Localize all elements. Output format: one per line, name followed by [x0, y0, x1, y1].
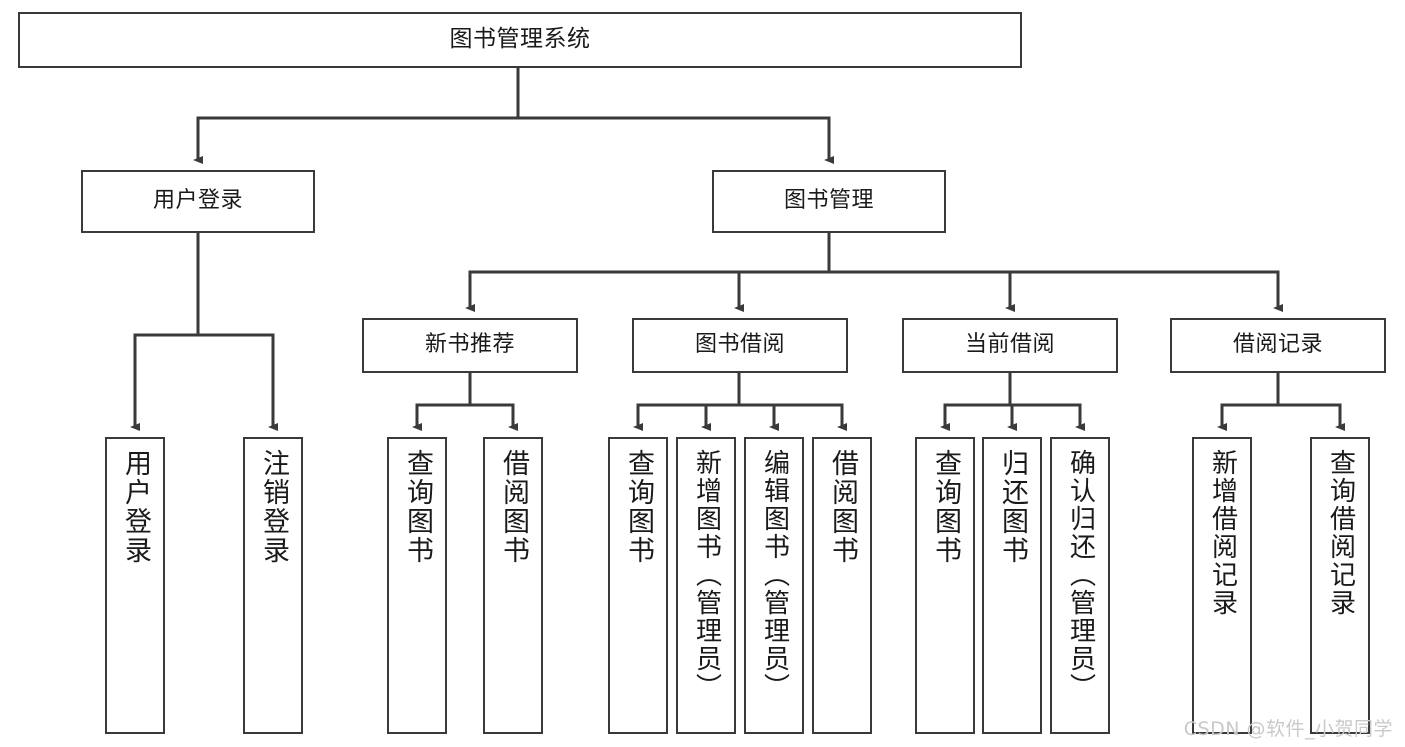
node-label: 新增借阅记录	[1207, 449, 1238, 617]
node-label: 查询借阅记录	[1325, 449, 1356, 617]
node-current-borrow[interactable]: 当前借阅	[902, 318, 1118, 373]
node-label: 查询图书	[930, 449, 962, 565]
leaf-add-book-admin[interactable]: 新增图书（管理员）	[676, 437, 736, 734]
node-label: 编辑图书（管理员）	[759, 449, 790, 701]
node-label: 借阅图书	[827, 449, 859, 565]
leaf-confirm-return-admin[interactable]: 确认归还（管理员）	[1050, 437, 1110, 734]
node-label: 借阅图书	[498, 449, 530, 565]
leaf-query-book-new[interactable]: 查询图书	[387, 437, 447, 734]
node-label: 用户登录	[120, 449, 152, 565]
node-label: 查询图书	[623, 449, 655, 565]
leaf-user-login[interactable]: 用户登录	[105, 437, 165, 734]
leaf-borrow-book-new[interactable]: 借阅图书	[483, 437, 543, 734]
node-label: 确认归还（管理员）	[1065, 449, 1096, 701]
node-label: 图书管理系统	[449, 26, 591, 53]
leaf-logout[interactable]: 注销登录	[243, 437, 303, 734]
node-label: 注销登录	[258, 449, 290, 565]
node-label: 图书借阅	[694, 332, 785, 358]
node-user-login[interactable]: 用户登录	[81, 170, 315, 233]
leaf-add-borrow-record[interactable]: 新增借阅记录	[1192, 437, 1252, 734]
leaf-edit-book-admin[interactable]: 编辑图书（管理员）	[744, 437, 804, 734]
leaf-query-borrow-record[interactable]: 查询借阅记录	[1310, 437, 1370, 734]
leaf-return-book[interactable]: 归还图书	[982, 437, 1042, 734]
node-root-system[interactable]: 图书管理系统	[18, 12, 1022, 68]
node-label: 借阅记录	[1232, 332, 1323, 358]
leaf-borrow-book[interactable]: 借阅图书	[812, 437, 872, 734]
node-label: 当前借阅	[964, 332, 1055, 358]
leaf-query-book-current[interactable]: 查询图书	[915, 437, 975, 734]
node-book-management[interactable]: 图书管理	[712, 170, 946, 233]
node-label: 新书推荐	[424, 332, 515, 358]
node-book-borrow[interactable]: 图书借阅	[632, 318, 848, 373]
node-label: 图书管理	[783, 188, 874, 214]
node-borrow-record[interactable]: 借阅记录	[1170, 318, 1386, 373]
node-new-book-recommend[interactable]: 新书推荐	[362, 318, 578, 373]
leaf-query-book-borrow[interactable]: 查询图书	[608, 437, 668, 734]
node-label: 归还图书	[997, 449, 1029, 565]
node-label: 用户登录	[152, 188, 243, 214]
node-label: 查询图书	[402, 449, 434, 565]
node-label: 新增图书（管理员）	[691, 449, 722, 701]
